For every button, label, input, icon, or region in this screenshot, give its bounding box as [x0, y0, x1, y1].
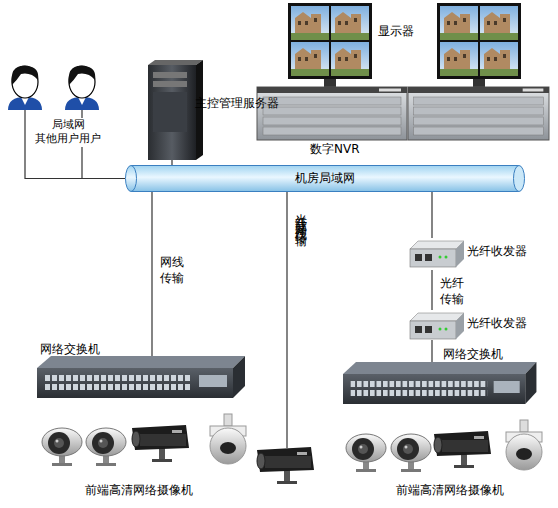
box-camera	[257, 447, 314, 484]
dome-camera	[346, 434, 386, 472]
user-icon	[8, 66, 42, 110]
link-label: 光纤或是网线传输	[292, 204, 308, 228]
network-cable	[431, 340, 432, 346]
network-cable	[171, 160, 172, 165]
dome-camera	[86, 428, 126, 466]
lan-pipe	[131, 191, 519, 192]
node-text: 数字NVR	[310, 142, 390, 158]
link-label: 网线 传输	[160, 255, 188, 286]
network-cable	[431, 270, 432, 310]
network-switch	[37, 356, 245, 398]
ptz-camera	[210, 414, 246, 464]
node-text: 局域网 其他用户用户	[30, 118, 106, 147]
nvr-box: 数字NVR	[255, 86, 415, 162]
box-camera	[434, 431, 491, 468]
dome-camera	[42, 428, 82, 466]
network-cable	[151, 192, 152, 342]
camera-label: 前端高清网络摄像机	[85, 483, 205, 499]
server-tower	[148, 60, 203, 65]
box-camera	[132, 425, 189, 462]
nvr-device	[408, 87, 549, 140]
node-text: 光纤收发器	[467, 244, 547, 260]
nvr-device	[257, 87, 407, 140]
switch-box: 网络交换机	[343, 346, 543, 408]
server-panel	[153, 92, 187, 132]
link-label: 光纤 传输	[440, 276, 468, 307]
network-cable	[431, 192, 432, 238]
nvr-device	[408, 87, 549, 140]
monitor	[437, 3, 521, 87]
node-text: 机房局域网	[125, 171, 525, 187]
network-switch	[343, 362, 536, 404]
user-icon	[65, 66, 99, 110]
monitor	[288, 3, 372, 87]
server-bay	[153, 81, 187, 87]
user-group: 局域网 其他用户用户	[0, 60, 115, 150]
dome-camera	[391, 434, 431, 472]
camera-label: 前端高清网络摄像机	[396, 483, 516, 499]
node-text: 光纤收发器	[467, 316, 547, 332]
node-text: 网络交换机	[443, 347, 523, 363]
lan-pipe	[131, 165, 519, 166]
server-tower	[148, 65, 196, 160]
transceiver-box: 光纤收发器	[405, 310, 555, 340]
server-box: 主控管理服务器	[145, 62, 280, 160]
network-cable	[25, 150, 125, 179]
device-label: 显示器	[378, 24, 438, 40]
fiber-transceiver	[410, 241, 464, 267]
network-switch	[343, 362, 536, 404]
node-text: 主控管理服务器	[195, 96, 285, 111]
fiber-transceiver	[410, 313, 464, 339]
lan-pipe	[514, 166, 525, 192]
server-bay	[153, 72, 187, 78]
switch-box: 网络交换机	[35, 342, 250, 398]
lan-pipe	[126, 166, 137, 192]
node-text: 网络交换机	[40, 342, 120, 358]
network-cable	[286, 192, 287, 448]
network-cable	[431, 346, 432, 363]
lan-band: 机房局域网	[125, 165, 525, 192]
network-cable	[24, 110, 25, 150]
transceiver-box: 光纤收发器	[405, 238, 555, 270]
ptz-camera	[506, 420, 542, 470]
network-cable	[151, 342, 152, 357]
